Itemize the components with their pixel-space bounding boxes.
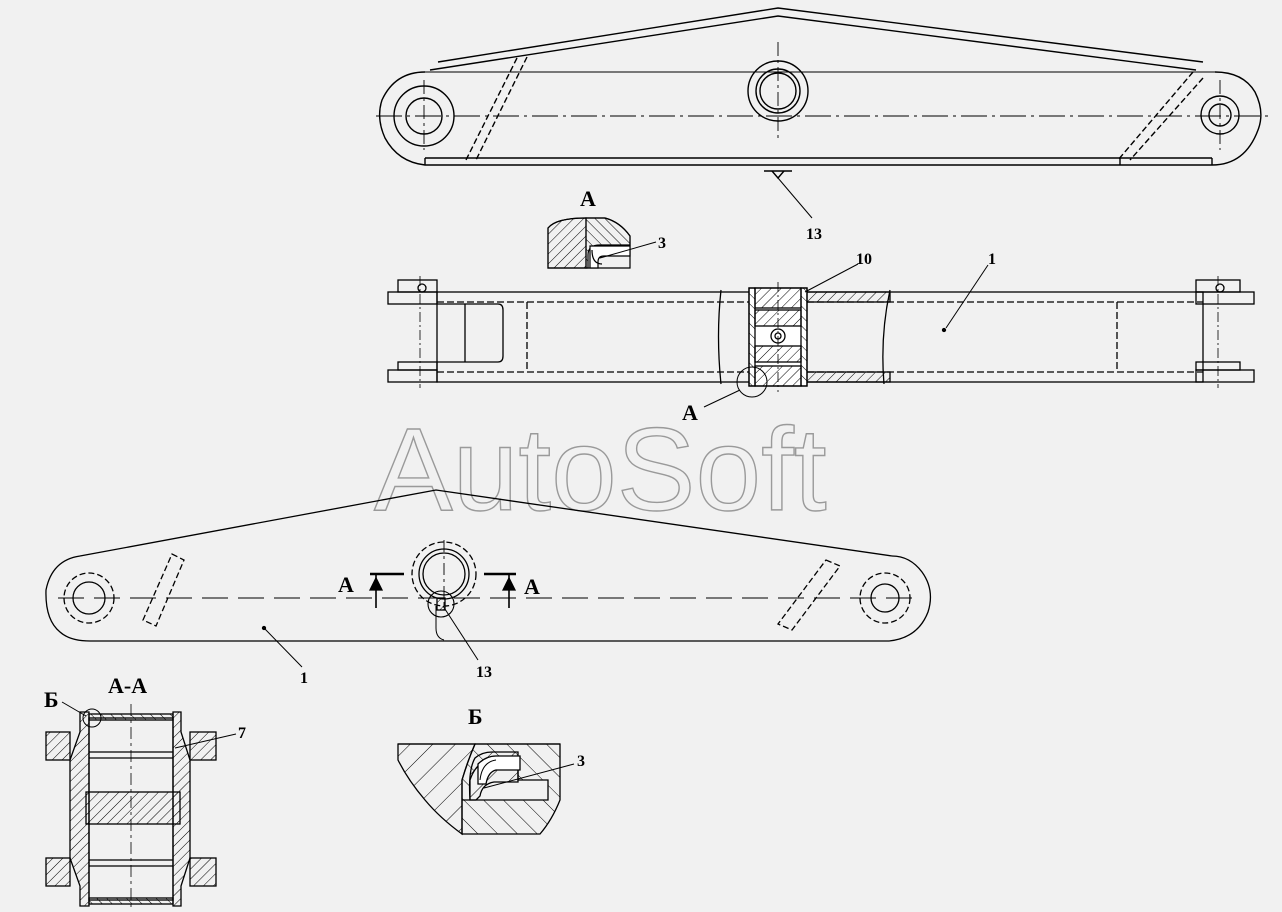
- watermark: AutoSoft: [374, 404, 827, 536]
- section-marker-right: А: [524, 574, 540, 599]
- detail-a-title: А: [580, 186, 596, 211]
- leader-3-detail-a: [599, 241, 657, 259]
- detail-b-view: [397, 743, 575, 836]
- detail-a-small: [547, 217, 631, 269]
- section-aa-view: [45, 701, 237, 910]
- top-elevation-view: [376, 7, 1270, 219]
- detail-b-title: Б: [468, 704, 483, 729]
- plan-view: [387, 263, 1255, 408]
- callout-13-top: 13: [806, 226, 822, 243]
- detail-b-marker: Б: [44, 687, 59, 712]
- callout-1-plan: 1: [988, 251, 996, 268]
- callout-3-detail-b: 3: [577, 753, 585, 770]
- callout-10: 10: [856, 251, 872, 268]
- section-aa-title: А-А: [108, 673, 147, 698]
- callout-3-detail-a: 3: [658, 235, 666, 252]
- detail-a-marker: А: [682, 400, 698, 425]
- callout-13-side: 13: [476, 664, 492, 681]
- callout-7: 7: [238, 725, 246, 742]
- side-elevation-view: [45, 489, 932, 668]
- callout-1-side: 1: [300, 670, 308, 687]
- section-marker-left: А: [338, 572, 354, 597]
